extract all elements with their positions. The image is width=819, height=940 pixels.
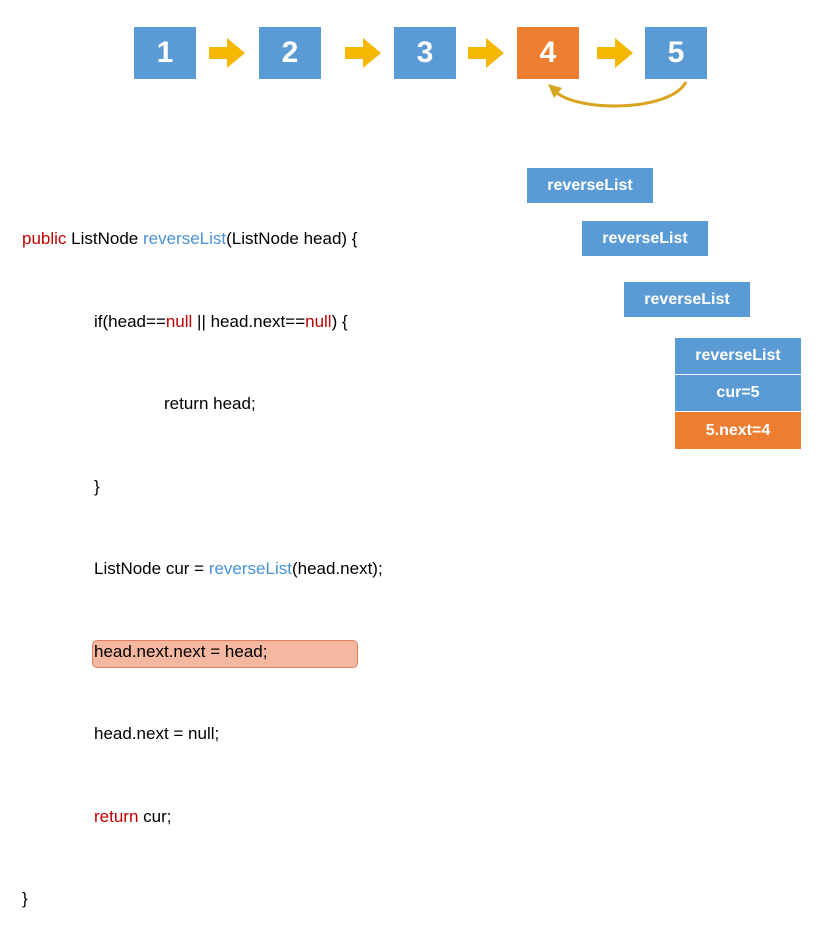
stack-frame-3: reverseList [624,282,750,317]
code-line-6-highlighted: head.next.next = head; [22,638,383,668]
code-line-7: head.next = null; [94,724,220,743]
code-block: public ListNode reverseList(ListNode hea… [22,170,383,940]
code-line-3: return head; [164,394,256,413]
list-node-3: 3 [394,27,456,79]
back-pointer-curve-icon [548,81,688,108]
list-node-2: 2 [259,27,321,79]
list-node-1: 1 [134,27,196,79]
stack-frame-2: reverseList [582,221,708,256]
code-line-2: if(head==null || head.next==null) { [94,311,348,331]
arrow-right-icon [209,38,245,68]
list-node-5: 5 [645,27,707,79]
code-line-8: return cur; [94,806,172,826]
stack-frame-4-cur: cur=5 [675,375,801,411]
code-line-1: public ListNode reverseList(ListNode hea… [22,229,358,248]
stack-frame-4-next: 5.next=4 [675,412,801,449]
code-line-5: ListNode cur = reverseList(head.next); [94,559,383,578]
stack-frame-4: reverseList [675,338,801,374]
stack-frame-1: reverseList [527,168,653,203]
arrow-right-icon [597,38,633,68]
arrow-right-icon [345,38,381,68]
list-node-4: 4 [517,27,579,79]
code-line-4: } [94,476,100,496]
code-line-9: } [22,889,28,908]
arrow-right-icon [468,38,504,68]
